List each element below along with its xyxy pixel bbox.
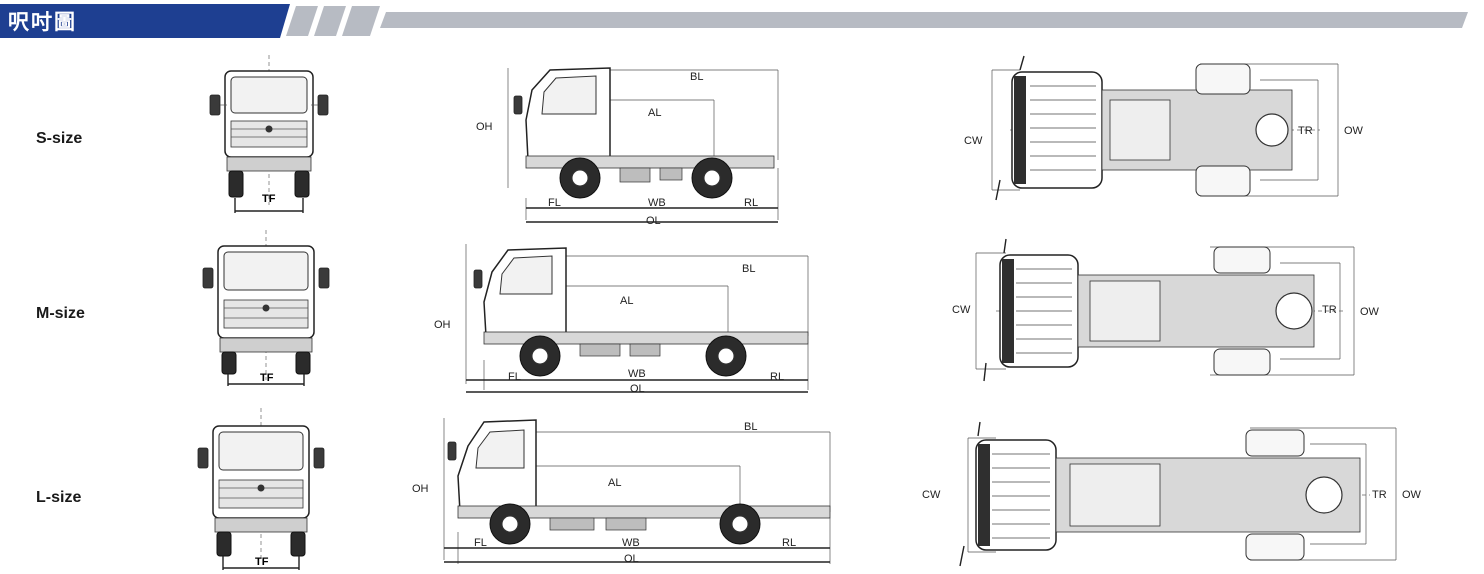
top-view-l-svg: CW TR OW <box>922 421 1422 567</box>
dim-label-wb: WB <box>622 537 640 549</box>
dim-label-ol: OL <box>624 553 639 565</box>
dim-label-fl: FL <box>508 371 521 383</box>
page-title: 呎吋圖 <box>8 10 77 34</box>
top-view-s-svg: CW TR OW <box>964 55 1364 201</box>
side-view-m-svg: BL AL OH FL WB RL OL <box>434 244 809 395</box>
dim-label-ol: OL <box>630 383 645 395</box>
top-view-l: CW TR OW <box>920 418 1440 573</box>
dim-label-al: AL <box>648 107 661 119</box>
front-view-s-svg <box>209 55 329 213</box>
dim-label-rl: RL <box>744 197 758 209</box>
row-label-l-size: L-size <box>36 489 82 506</box>
dim-label-al: AL <box>620 295 633 307</box>
long-stripe <box>380 12 1468 28</box>
row-label-s-size: S-size <box>36 130 83 147</box>
front-view-m: TF <box>200 230 340 390</box>
dim-label-ow: OW <box>1344 125 1364 137</box>
dim-label-rl: RL <box>782 537 796 549</box>
title-bar <box>0 4 290 38</box>
front-view-l-svg <box>197 408 325 570</box>
top-view-m-svg: CW TR OW <box>952 238 1380 382</box>
front-view-m-svg <box>202 230 330 386</box>
dim-label-wb: WB <box>648 197 666 209</box>
dim-label-tr: TR <box>1322 304 1337 316</box>
dim-label-oh: OH <box>412 483 429 495</box>
side-view-l: BL AL OH FL WB RL OL <box>410 412 840 572</box>
stripe-1 <box>286 6 318 36</box>
header-bar-graphic <box>0 4 1468 38</box>
dim-label-bl: BL <box>690 71 703 83</box>
top-view-s: CW TR OW <box>960 50 1380 210</box>
side-view-l-svg: BL AL OH FL WB RL OL <box>412 418 831 565</box>
stripe-3 <box>342 6 380 36</box>
dim-label-fl: FL <box>474 537 487 549</box>
dim-label-bl: BL <box>742 263 755 275</box>
dim-label-fl: FL <box>548 197 561 209</box>
dim-label-tf: TF <box>262 193 276 205</box>
front-view-s: TF <box>205 55 335 215</box>
side-view-s: BL AL OH FL WB RL OL <box>470 60 790 232</box>
top-view-m: CW TR OW <box>950 235 1400 385</box>
dim-label-tr: TR <box>1298 125 1313 137</box>
dim-label-al: AL <box>608 477 621 489</box>
dim-label-oh: OH <box>476 121 493 133</box>
dim-label-ol: OL <box>646 215 661 227</box>
dim-label-cw: CW <box>952 304 971 316</box>
dim-label-rl: RL <box>770 371 784 383</box>
row-label-m-size: M-size <box>36 305 85 322</box>
dim-label-oh: OH <box>434 319 451 331</box>
dim-label-ow: OW <box>1360 306 1380 318</box>
dim-label-cw: CW <box>964 135 983 147</box>
section-header: 呎吋圖 <box>0 0 1484 40</box>
dim-label-ow: OW <box>1402 489 1422 501</box>
dim-label-tf: TF <box>255 556 269 568</box>
dim-label-tf: TF <box>260 372 274 384</box>
stripe-2 <box>314 6 346 36</box>
dim-label-tr: TR <box>1372 489 1387 501</box>
dim-label-cw: CW <box>922 489 941 501</box>
side-view-m: BL AL OH FL WB RL OL <box>430 240 820 400</box>
side-view-s-svg: BL AL OH FL WB RL OL <box>476 67 779 227</box>
front-view-l: TF <box>195 408 335 573</box>
dim-label-wb: WB <box>628 368 646 380</box>
dim-label-bl: BL <box>744 421 757 433</box>
